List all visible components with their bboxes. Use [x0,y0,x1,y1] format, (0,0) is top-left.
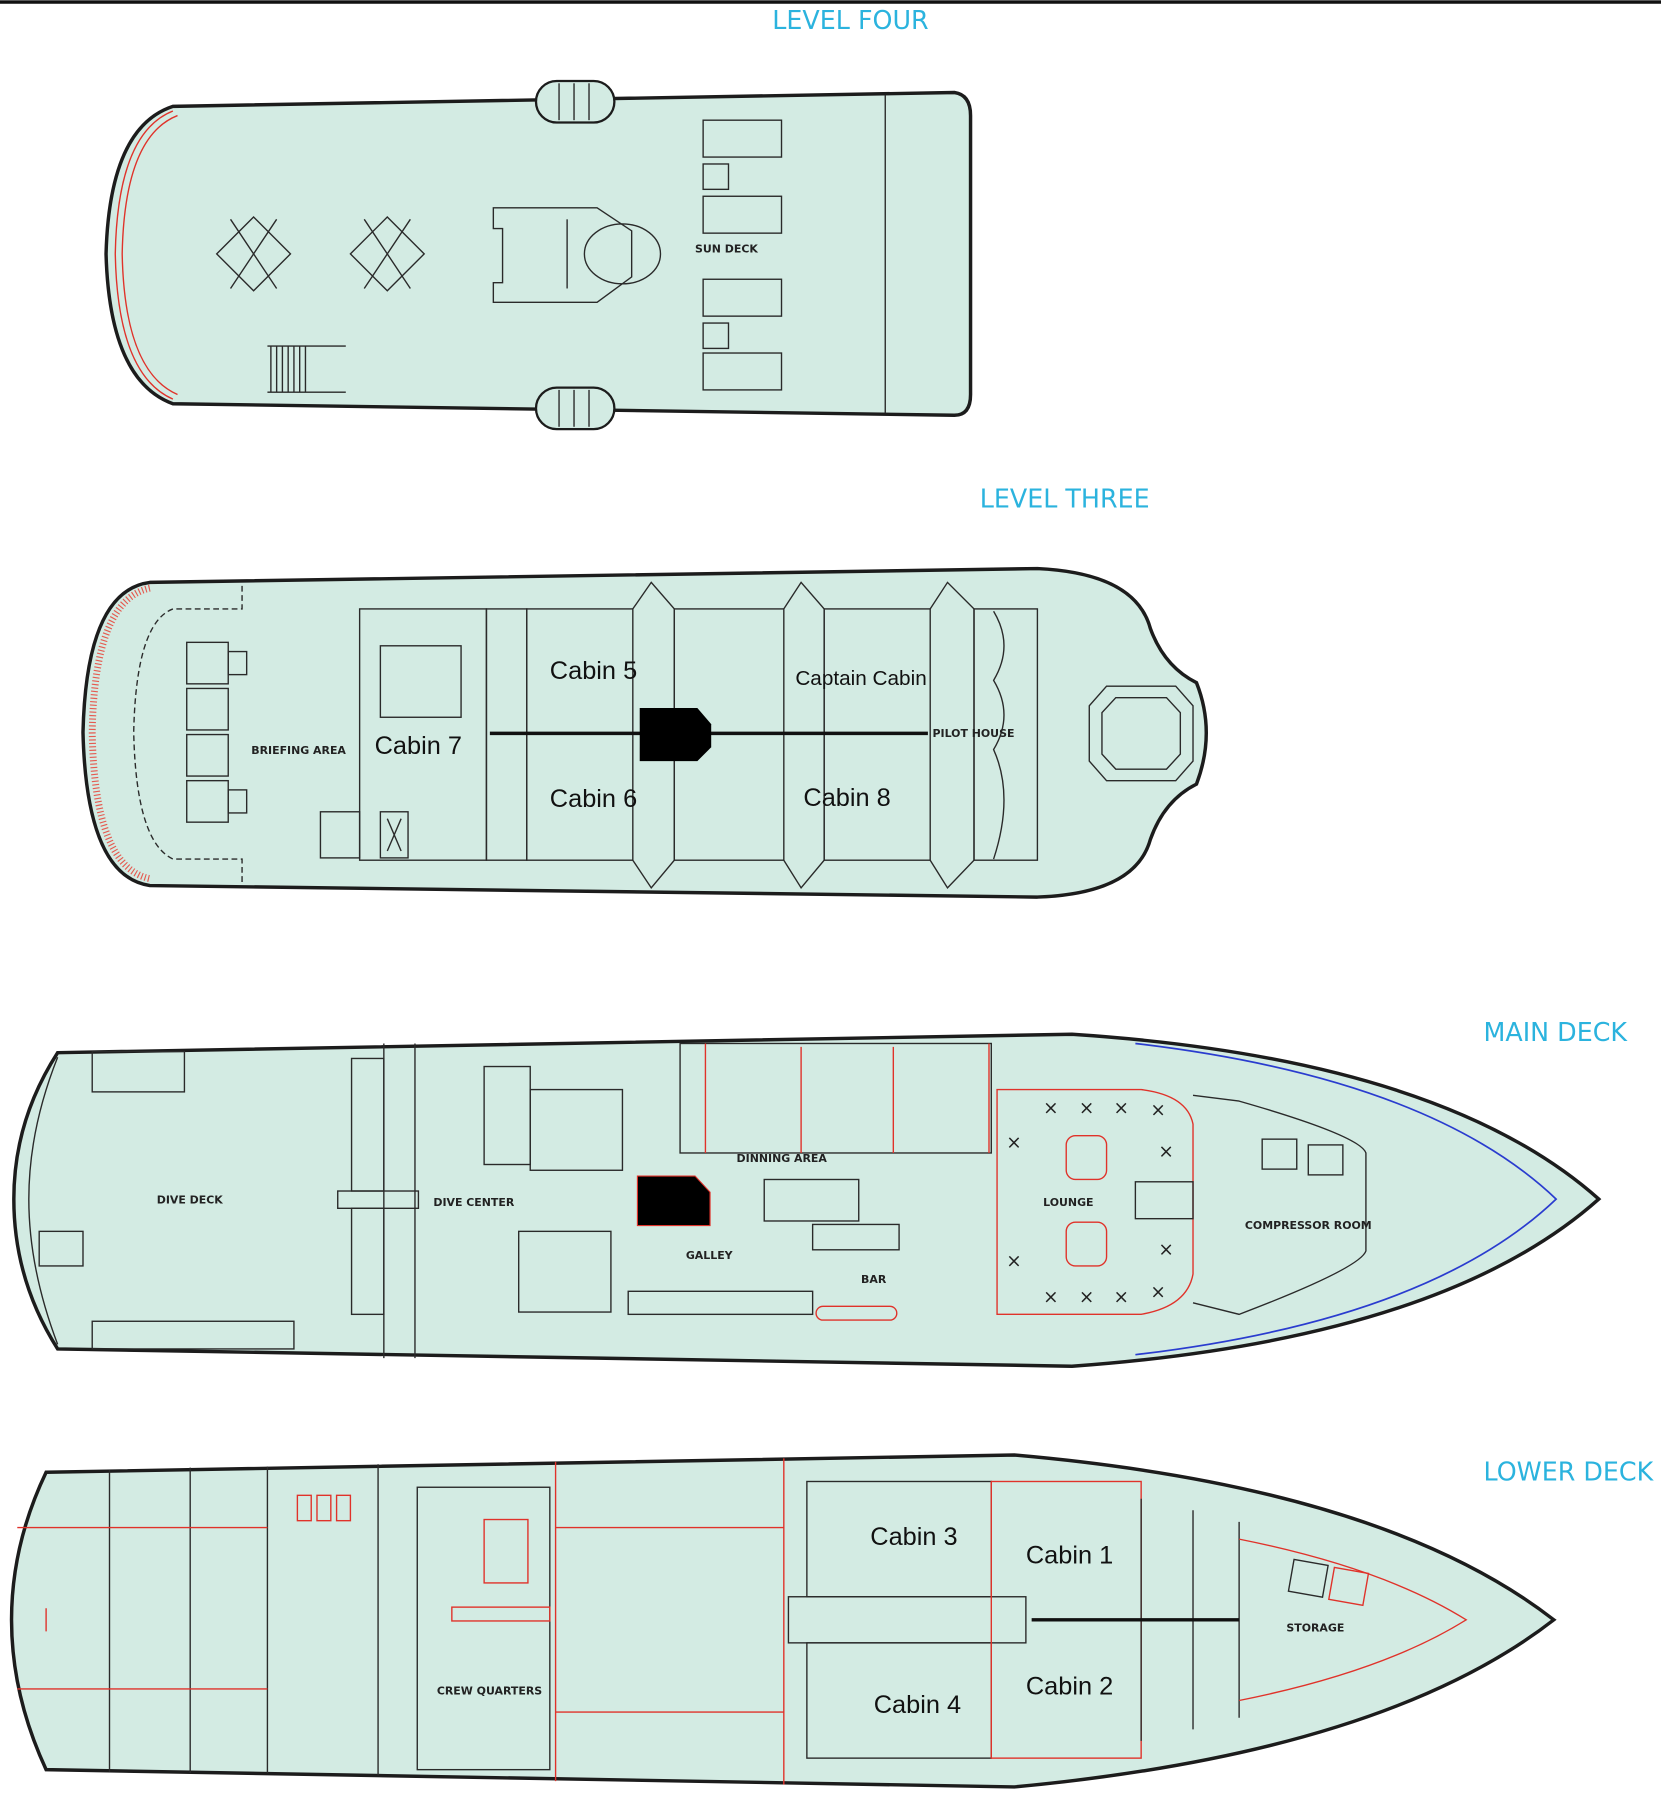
lower-deck: LOWER DECK CREW QUARTERS Cabin 3 Cabin 1… [9,1453,1655,1789]
main-deck-title: MAIN DECK [1483,1017,1628,1047]
cabin-4-label: Cabin 4 [874,1691,961,1719]
sun-loungers [702,119,783,391]
level-three-deck: LEVEL THREE BRIEFI [81,483,1208,899]
svg-text:×: × [1150,1100,1165,1121]
svg-text:×: × [1006,1251,1021,1272]
briefing-chairs [186,641,248,823]
galley-label: GALLEY [686,1249,734,1262]
level-four-deck: LEVEL FOUR SUN DECK [104,5,973,431]
lower-deck-title: LOWER DECK [1483,1456,1654,1486]
stairs [267,345,346,393]
bollard [534,79,616,431]
svg-text:×: × [1079,1098,1094,1119]
top-border [0,0,1661,4]
cabin-3-label: Cabin 3 [870,1523,957,1551]
bar-label: BAR [861,1273,887,1286]
svg-text:×: × [1079,1287,1094,1308]
cabin-1-label: Cabin 1 [1026,1541,1113,1569]
lounge-seats: × × × × × × × × × × × × [1006,1098,1174,1308]
svg-text:×: × [1113,1287,1128,1308]
compressor-room-label: COMPRESSOR ROOM [1245,1219,1372,1232]
table-set [215,216,426,292]
engine-block [639,708,712,762]
cabin-7-label: Cabin 7 [375,732,462,760]
svg-text:×: × [1043,1287,1058,1308]
galley-block [636,1175,711,1227]
cabin-6-label: Cabin 6 [550,785,637,813]
svg-text:×: × [1150,1282,1165,1303]
svg-text:×: × [1006,1132,1021,1153]
jacuzzi [492,207,662,303]
svg-text:×: × [1043,1098,1058,1119]
cabin-8-label: Cabin 8 [803,784,890,812]
lounge-label: LOUNGE [1043,1196,1093,1209]
dive-center-label: DIVE CENTER [433,1196,514,1209]
captain-cabin-label: Captain Cabin [795,667,926,690]
svg-text:×: × [1158,1240,1173,1261]
level-four-title: LEVEL FOUR [772,5,928,35]
cabin-2-label: Cabin 2 [1026,1673,1113,1701]
pilot-house-label: PILOT HOUSE [933,727,1015,740]
main-deck: MAIN DECK × × × × [12,1017,1628,1368]
dive-deck-label: DIVE DECK [157,1194,223,1207]
crew-quarters-label: CREW QUARTERS [437,1685,542,1698]
cabin-5-label: Cabin 5 [550,657,637,685]
svg-text:×: × [1113,1098,1128,1119]
dinning-area-label: DINNING AREA [737,1152,828,1165]
main-deck-rooms [38,1042,1367,1359]
storage-label: STORAGE [1286,1621,1344,1634]
level-three-title: LEVEL THREE [980,483,1150,513]
svg-text:×: × [1158,1142,1173,1163]
briefing-area-label: BRIEFING AREA [251,744,346,757]
sun-deck-label: SUN DECK [695,243,758,256]
